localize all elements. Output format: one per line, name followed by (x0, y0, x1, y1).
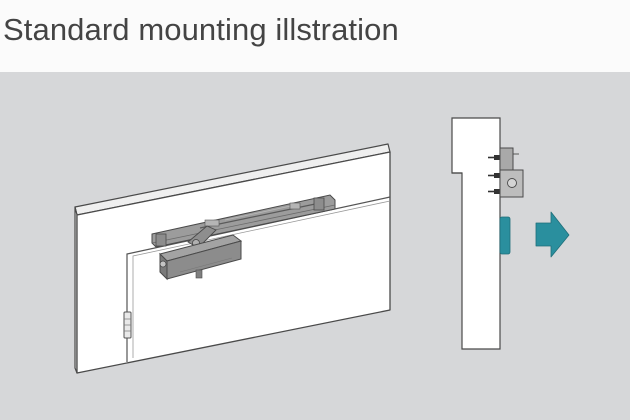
mounting-bracket (499, 216, 511, 255)
arrow-right-icon (535, 211, 570, 258)
page-title: Standard mounting illstration (3, 12, 399, 47)
mounting-screws (488, 155, 500, 194)
door-closer-icon (151, 194, 336, 281)
perspective-view (74, 143, 391, 374)
closer-body (159, 234, 243, 281)
mounting-diagram-svg (74, 117, 570, 374)
page-header: Standard mounting illstration (0, 0, 630, 72)
door-hinge-icon (123, 311, 132, 339)
closer-section (499, 147, 524, 198)
mounting-illustration (0, 72, 630, 420)
section-view (451, 117, 570, 350)
